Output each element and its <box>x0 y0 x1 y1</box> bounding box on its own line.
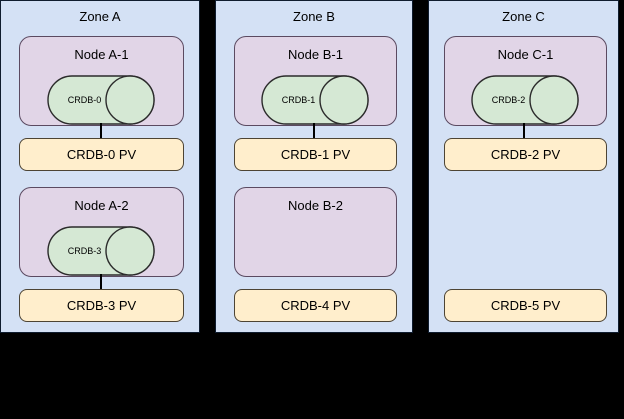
connector-crdb-3 <box>100 274 102 290</box>
pv-crdb-1-label: CRDB-1 PV <box>280 146 351 162</box>
pv-crdb-3[interactable]: CRDB-3 PV <box>19 289 184 322</box>
connector-crdb-2 <box>523 123 525 139</box>
node-b-2[interactable]: Node B-2 <box>234 187 397 277</box>
pv-crdb-2-label: CRDB-2 PV <box>490 146 561 162</box>
zone-b-title: Zone B <box>293 9 335 24</box>
connector-crdb-1 <box>313 123 315 139</box>
database-cylinder-crdb-0[interactable]: CRDB-0 <box>47 75 155 125</box>
node-a-1[interactable]: Node A-1 CRDB-0 <box>19 36 184 126</box>
node-b-1-title: Node B-1 <box>288 47 343 62</box>
pv-crdb-5-label: CRDB-5 PV <box>490 297 561 313</box>
pv-crdb-2[interactable]: CRDB-2 PV <box>444 138 607 171</box>
zone-b[interactable]: Zone B Node B-1 CRDB-1 CRDB-1 PV Node B-… <box>215 0 413 333</box>
database-cylinder-crdb-1[interactable]: CRDB-1 <box>261 75 369 125</box>
pv-crdb-4[interactable]: CRDB-4 PV <box>234 289 397 322</box>
pv-crdb-4-label: CRDB-4 PV <box>280 297 351 313</box>
node-a-2-title: Node A-2 <box>74 198 129 213</box>
database-cylinder-crdb-2[interactable]: CRDB-2 <box>471 75 579 125</box>
pv-crdb-3-label: CRDB-3 PV <box>66 297 137 313</box>
pv-crdb-0-label: CRDB-0 PV <box>66 146 137 162</box>
node-c-1-title: Node C-1 <box>497 47 554 62</box>
pv-crdb-0[interactable]: CRDB-0 PV <box>19 138 184 171</box>
zone-c-title: Zone C <box>502 9 545 24</box>
node-a-1-title: Node A-1 <box>74 47 129 62</box>
pv-crdb-1[interactable]: CRDB-1 PV <box>234 138 397 171</box>
pv-crdb-5[interactable]: CRDB-5 PV <box>444 289 607 322</box>
node-b-2-title: Node B-2 <box>288 198 343 213</box>
zone-a[interactable]: Zone A Node A-1 CRDB-0 CRDB-0 PV Node A-… <box>0 0 200 333</box>
connector-crdb-0 <box>100 123 102 139</box>
zone-a-title: Zone A <box>79 9 121 24</box>
node-c-1[interactable]: Node C-1 CRDB-2 <box>444 36 607 126</box>
database-cylinder-crdb-3[interactable]: CRDB-3 <box>47 226 155 276</box>
zone-c[interactable]: Zone C Node C-1 CRDB-2 CRDB-2 PV CRDB-5 … <box>428 0 619 333</box>
node-a-2[interactable]: Node A-2 CRDB-3 <box>19 187 184 277</box>
node-b-1[interactable]: Node B-1 CRDB-1 <box>234 36 397 126</box>
